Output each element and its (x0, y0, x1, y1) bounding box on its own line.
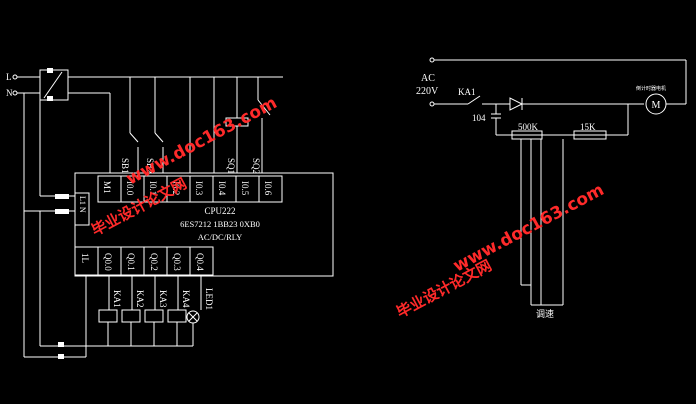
relay-coil-ka1 (98, 309, 118, 323)
capacitor-label: 104 (472, 113, 486, 123)
relay-contact-label: KA1 (458, 87, 476, 97)
input-device-sb1: SB1 (120, 158, 130, 174)
input-terminal-i04: I0.4 (217, 181, 227, 196)
plc-output-terminals: 1L Q0.0 Q0.1 Q0.2 Q0.3 Q0.4 (74, 246, 214, 276)
output-terminal-q00: Q0.0 (103, 253, 113, 271)
supply-label: AC (421, 73, 435, 84)
terminal-n (12, 90, 18, 96)
load-ka4: KA4 (181, 290, 191, 308)
load-ka2: KA2 (135, 290, 145, 308)
resistor-label: 15K (580, 122, 596, 132)
watermark-site-2: 毕业设计论文网 (393, 256, 494, 321)
input-terminal-i06: I0.6 (263, 181, 273, 196)
input-device-sq2: SQ2 (251, 158, 261, 174)
pot-label: 500K (518, 122, 539, 132)
plc-order-no: 6ES7212 1BB23 0XB0 (180, 219, 260, 229)
watermark-url-1: www.doc163.com (123, 93, 281, 189)
input-device-sq1: SQ1 (226, 158, 236, 174)
plc-model: CPU222 (204, 206, 235, 216)
plc-wiring: L N SB1 SB2 SQ1 SQ2 (6, 68, 334, 359)
speed-adjust-label: 调速 (536, 309, 554, 319)
relay-coil-ka3 (144, 309, 164, 323)
triac-icon (509, 97, 524, 111)
resistor-15k (573, 130, 607, 140)
breaker-mark-bottom (47, 96, 53, 101)
motor-caption: 倒计时器电机 (636, 85, 666, 92)
pot-500k (511, 130, 543, 140)
output-terminal-q01: Q0.1 (126, 253, 136, 271)
supply-terminal-bottom (429, 101, 435, 107)
terminal-n-mark: N (6, 88, 13, 98)
plc-supply-type: AC/DC/RLY (198, 232, 243, 242)
input-terminal-i00: I0.0 (125, 181, 135, 196)
breaker (39, 69, 69, 101)
input-terminal-i05: I0.5 (240, 181, 250, 196)
input-terminal-m1: M1 (102, 181, 112, 194)
motor-circuit: AC 220V KA1 M 倒计时器电机 104 500K 15K (416, 57, 687, 319)
load-ka3: KA3 (158, 290, 168, 308)
return-mark-1 (58, 342, 64, 347)
plc-supply-terminal (74, 192, 90, 226)
terminal-l-mark: L (6, 72, 12, 82)
load-ka1: KA1 (112, 290, 122, 308)
input-terminal-i01: I0.1 (148, 181, 158, 195)
return-mark-2 (58, 354, 64, 359)
breaker-mark-top (47, 68, 53, 73)
input-terminal-i02: I0.2 (171, 181, 181, 195)
output-terminal-q04: Q0.4 (195, 253, 205, 271)
output-terminal-q03: Q0.3 (172, 253, 182, 271)
input-terminal-i03: I0.3 (194, 181, 204, 196)
motor-label: M (652, 100, 661, 111)
plc-supply-label: L1 N (78, 196, 87, 213)
load-led1: LED1 (204, 288, 214, 310)
input-device-sb2: SB2 (145, 158, 155, 174)
supply-voltage: 220V (416, 86, 439, 97)
output-terminal-q02: Q0.2 (149, 253, 159, 271)
plc-input-terminals: M1 I0.0 I0.1 I0.2 I0.3 I0.4 I0.5 I0.6 (97, 175, 283, 203)
relay-coil-ka2 (121, 309, 141, 323)
supply-terminal-top (429, 57, 435, 63)
relay-coil-ka4 (167, 309, 187, 323)
terminal-l (12, 74, 18, 80)
output-common: 1L (80, 253, 90, 263)
